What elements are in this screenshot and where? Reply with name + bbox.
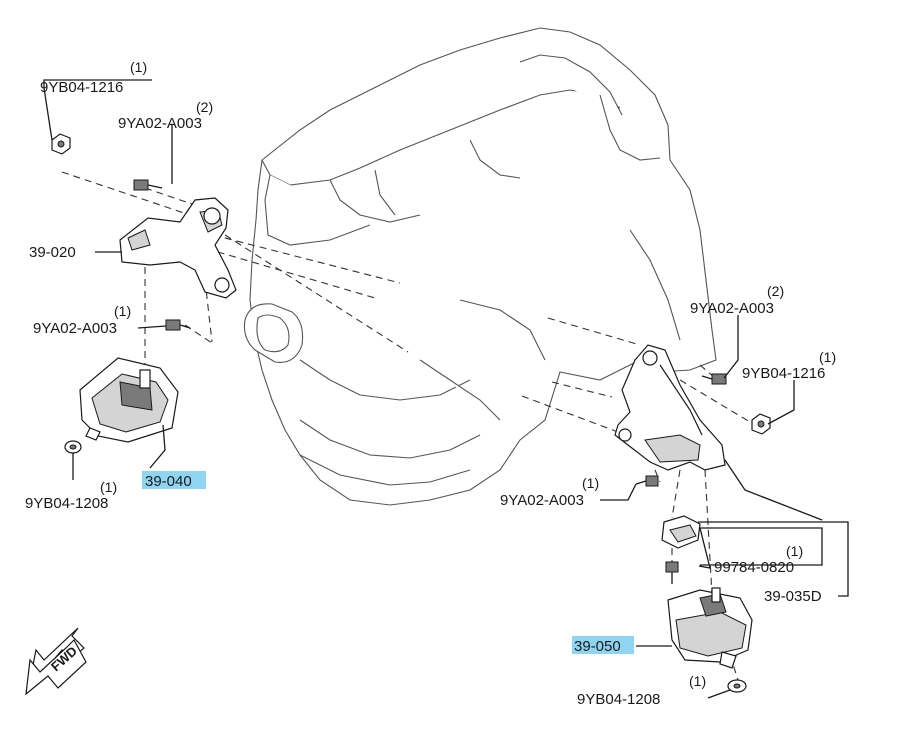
callout-part-number[interactable]: 9YB04-1216	[742, 365, 825, 382]
highlight-box	[572, 636, 634, 654]
callout-qty: (1)	[786, 543, 803, 559]
bracket-right	[614, 344, 726, 471]
callout-part-number[interactable]: 39-035D	[764, 588, 822, 605]
fasteners	[51, 133, 771, 693]
washer-icon	[727, 679, 747, 693]
bracket-39-020	[119, 197, 237, 299]
bolt-icon	[165, 319, 191, 331]
bracket-99784-0820	[661, 515, 701, 549]
leader-lines	[43, 79, 849, 699]
callout-qty: (2)	[196, 99, 213, 115]
callout-part-number[interactable]: 9YB04-1208	[25, 495, 108, 512]
callout-part-number[interactable]: 9YA02-A003	[690, 300, 774, 317]
callout-qty: (1)	[130, 59, 147, 75]
mount-39-050	[667, 587, 753, 669]
callout-part-number-highlighted[interactable]: 39-040	[145, 473, 192, 490]
callout-qty: (2)	[767, 283, 784, 299]
mount-39-040	[79, 357, 179, 443]
nut-icon	[751, 413, 771, 435]
bolt-icon	[635, 475, 659, 487]
callout-part-number[interactable]: 9YA02-A003	[33, 320, 117, 337]
bolt-icon	[133, 179, 163, 191]
fwd-arrow-icon: FWD	[25, 627, 87, 696]
callout-part-number[interactable]: 9YA02-A003	[500, 492, 584, 509]
callout-qty: (1)	[819, 349, 836, 365]
callout-qty: (1)	[689, 673, 706, 689]
bolt-icon	[665, 561, 679, 584]
callout-part-number[interactable]: 99784-0820	[714, 559, 794, 576]
highlight-box	[142, 471, 206, 489]
callout-qty: (1)	[114, 303, 131, 319]
nut-icon	[51, 133, 71, 155]
callout-part-number[interactable]: 9YB04-1216	[40, 79, 123, 96]
alignment-lines	[61, 171, 761, 681]
bolt-icon	[701, 373, 727, 385]
callout-part-number-highlighted[interactable]: 39-050	[574, 638, 621, 655]
callout-part-number[interactable]: 39-020	[29, 244, 76, 261]
callout-part-number[interactable]: 9YA02-A003	[118, 115, 202, 132]
callout-qty: (1)	[582, 475, 599, 491]
engine-block	[243, 27, 717, 506]
callout-qty: (1)	[100, 479, 117, 495]
callout-part-number[interactable]: 9YB04-1208	[577, 691, 660, 708]
washer-icon	[64, 440, 82, 454]
callouts: (1) 9YB04-1216 (2) 9YA02-A003 39-020 (1)…	[25, 59, 836, 708]
